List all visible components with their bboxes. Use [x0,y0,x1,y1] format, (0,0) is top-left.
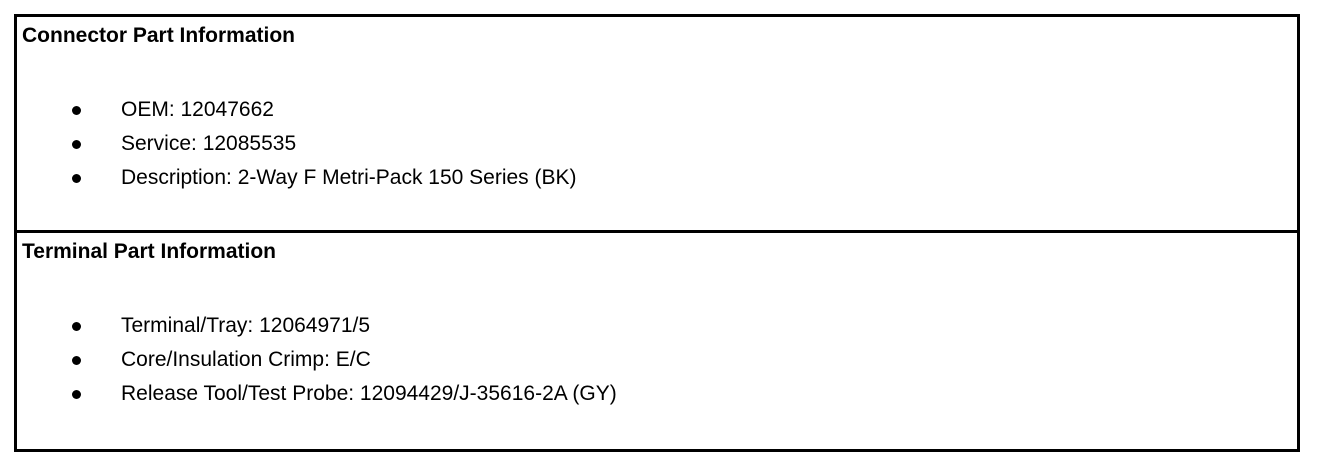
bullet-icon [72,390,81,399]
item-text: Service: 12085535 [121,132,297,155]
bullet-icon [72,174,81,183]
item-text: Core/Insulation Crimp: E/C [121,348,371,371]
bullet-icon [72,322,81,331]
item-text: Description: 2-Way F Metri-Pack 150 Seri… [121,166,577,189]
terminal-part-section: Terminal Part Information Terminal/Tray:… [17,233,1297,449]
bullet-icon [72,106,81,115]
item-text: OEM: 12047662 [121,98,274,121]
connector-section-title: Connector Part Information [22,24,296,47]
connector-part-section: Connector Part Information OEM: 12047662… [17,17,1297,233]
part-info-table: Connector Part Information OEM: 12047662… [14,14,1300,452]
item-text: Release Tool/Test Probe: 12094429/J-3561… [121,382,617,405]
bullet-icon [72,140,81,149]
terminal-section-title: Terminal Part Information [22,240,276,263]
bullet-icon [72,356,81,365]
item-text: Terminal/Tray: 12064971/5 [121,314,371,337]
